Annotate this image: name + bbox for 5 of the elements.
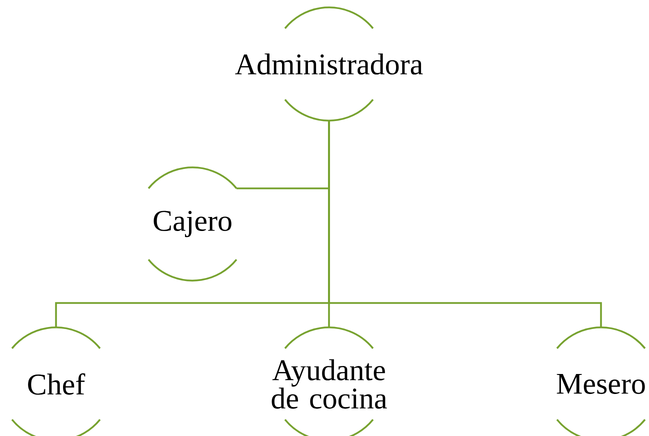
role-label: Chef — [28, 373, 86, 395]
role-label: Cajero — [154, 210, 232, 238]
role-label: Administradora — [235, 53, 423, 75]
role-label: Ayudante de cocina — [272, 359, 387, 409]
role-label: Mesero — [556, 374, 645, 394]
